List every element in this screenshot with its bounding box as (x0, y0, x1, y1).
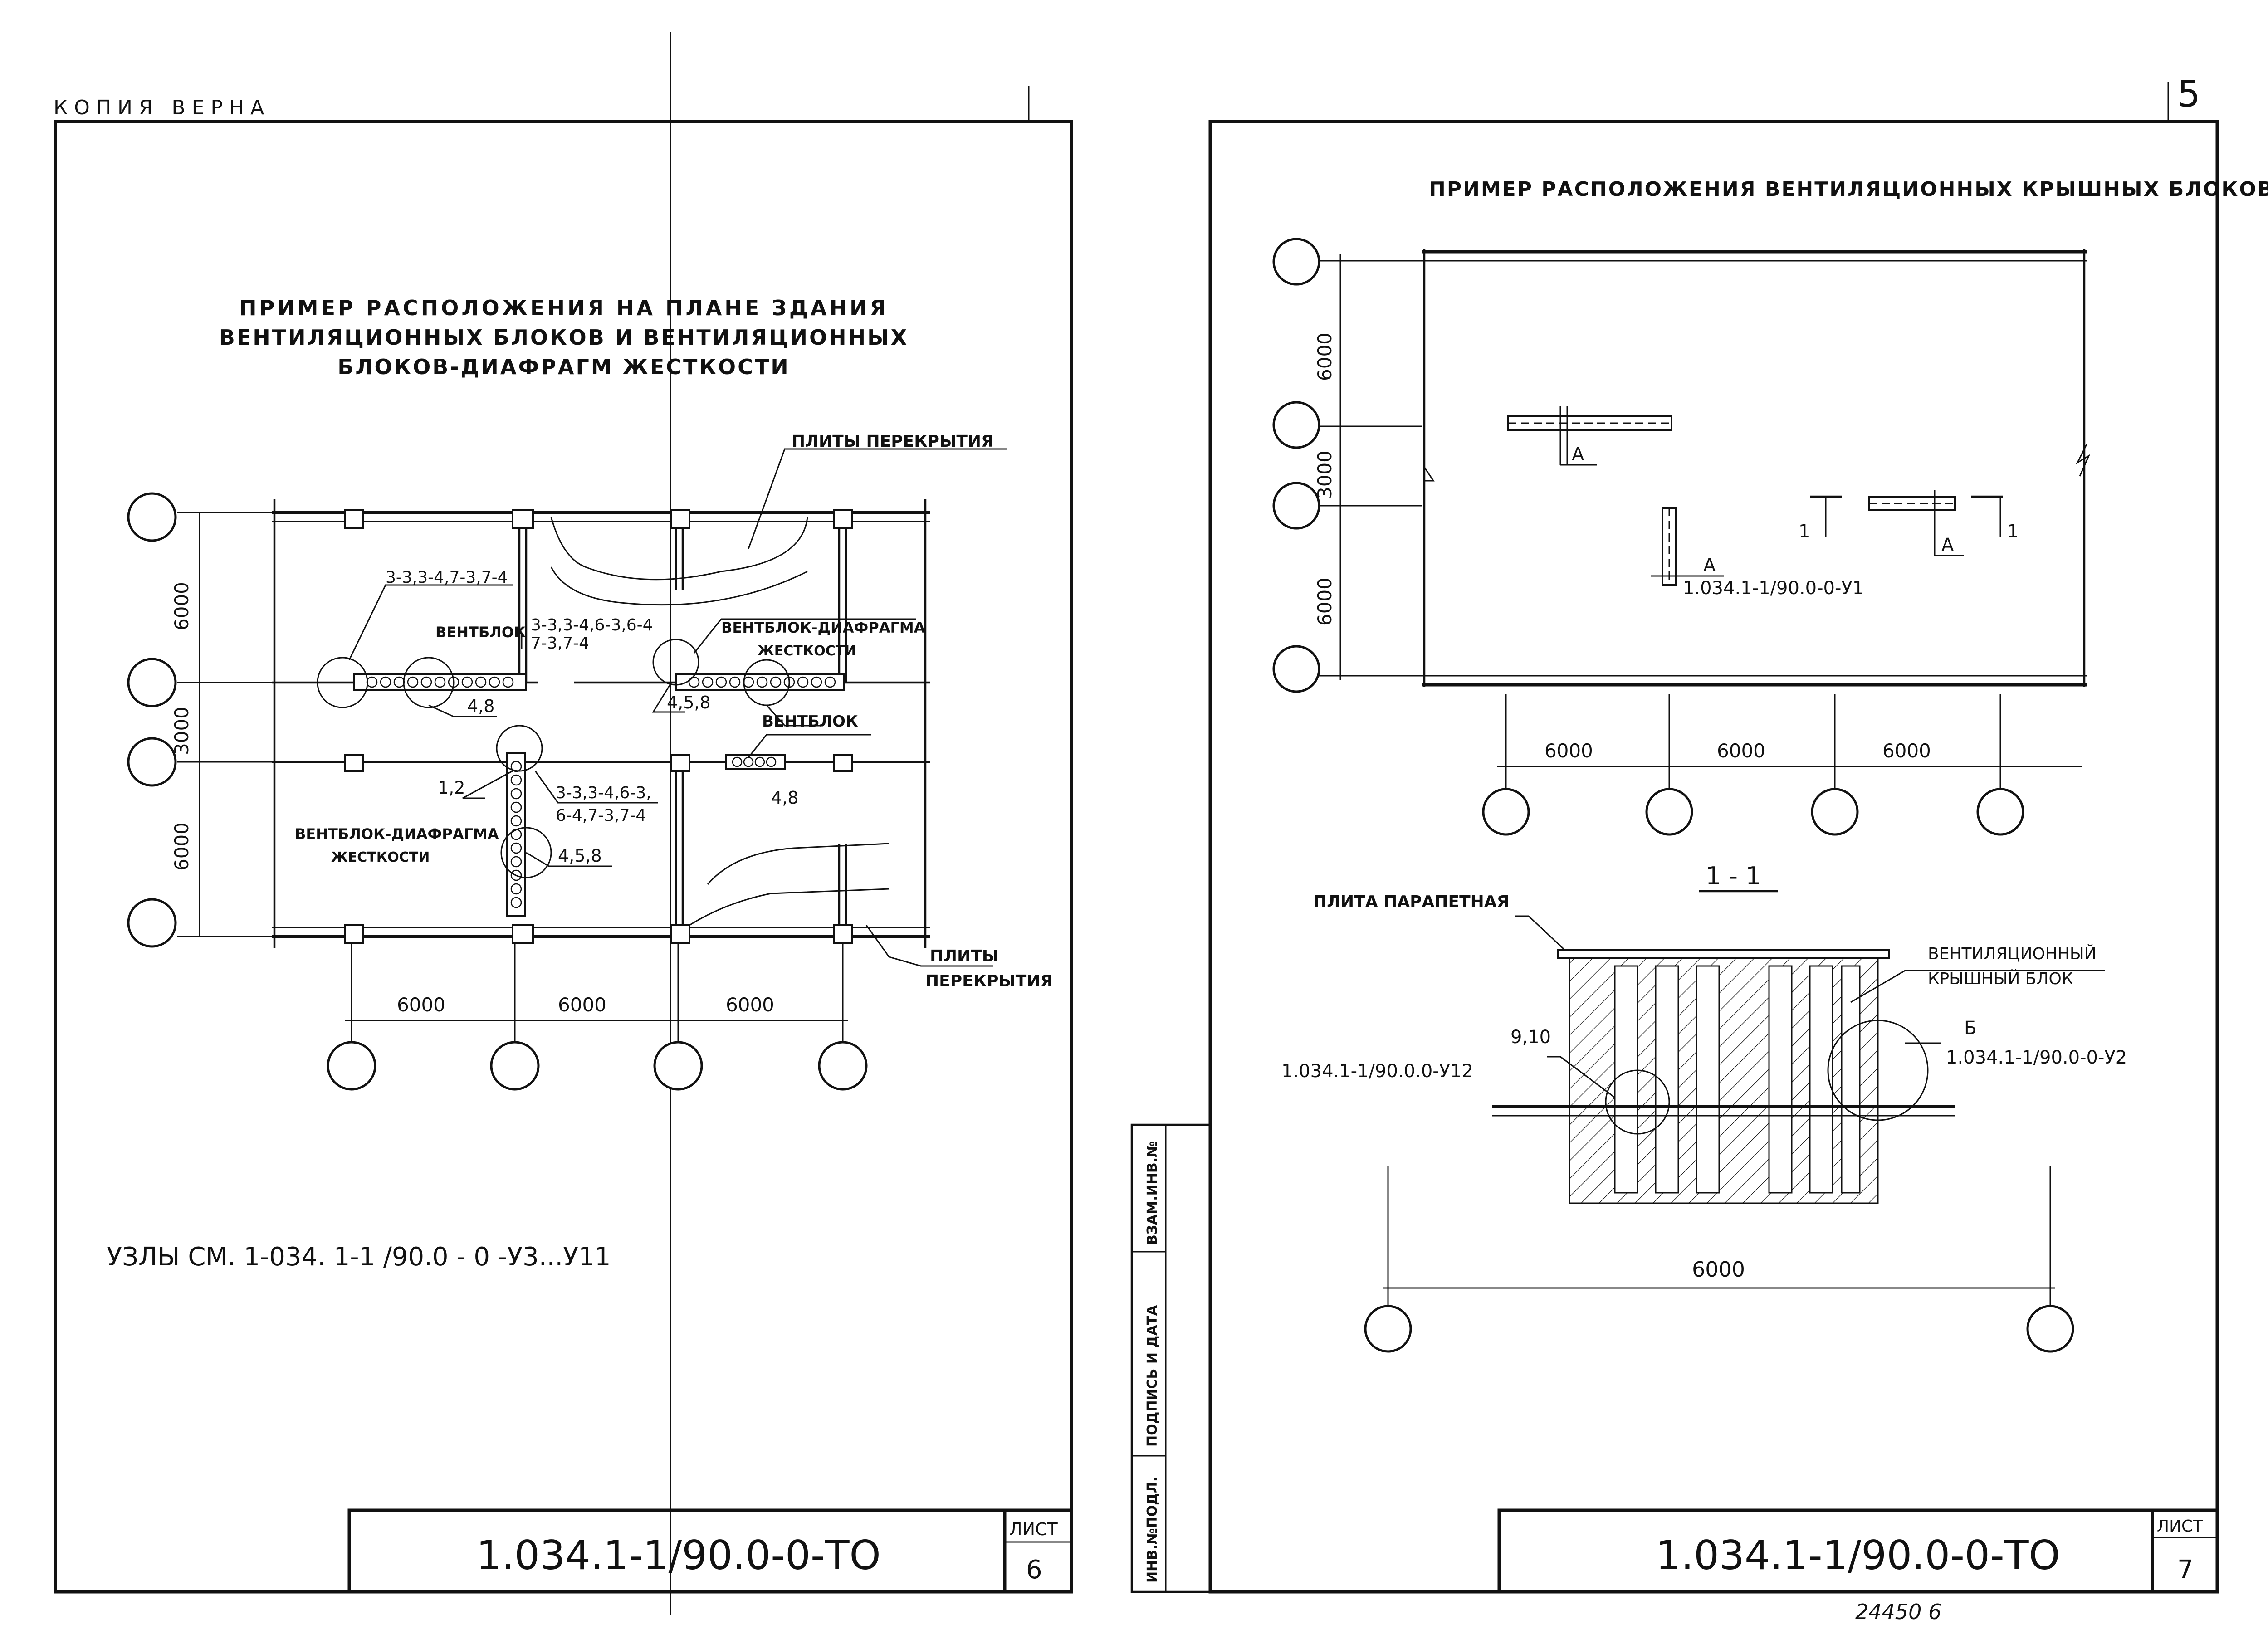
axis-bubble (1482, 788, 1530, 836)
axis-bubble (1272, 645, 1320, 693)
axis-bubble (1976, 788, 2024, 836)
section-drawing (1364, 915, 2105, 1353)
label-ventblok-1: ВЕНТБЛОК (435, 624, 526, 641)
nodes-note: УЗЛЫ СМ. 1-034. 1-1 /90.0 - 0 -У3...У11 (107, 1242, 611, 1272)
axis-bubble (327, 1041, 376, 1091)
left-stamp-box (347, 1508, 1073, 1594)
copy-stamp: КОПИЯ ВЕРНА (54, 96, 270, 119)
label-diafragma-2a: ВЕНТБЛОК-ДИАФРАГМА (295, 825, 499, 843)
node-ref-7: 1,2 (438, 778, 465, 798)
plan-label-a3: А (1941, 535, 1954, 556)
ventblock-strip-1 (353, 673, 527, 691)
axis-bubble (1364, 1305, 1412, 1353)
axis-bubble (127, 898, 177, 948)
dim-h-6000-2: 6000 (558, 994, 606, 1016)
label-diafragma-1b: ЖЕСТКОСТИ (758, 643, 856, 659)
axis-bubble (127, 737, 177, 787)
label-plity-bottom-2: ПЕРЕКРЫТИЯ (925, 972, 1053, 990)
right-dim-h-6000-2: 6000 (1717, 740, 1765, 762)
right-stamp-code: 1.034.1-1/90.0-0-ТО (1656, 1532, 2060, 1579)
left-plan (127, 448, 1007, 1091)
label-diafragma-1a: ВЕНТБЛОК-ДИАФРАГМА (721, 619, 925, 636)
axis-bubble (1272, 238, 1320, 286)
parapet-slab (1557, 949, 1890, 959)
axis-bubble (1272, 401, 1320, 449)
left-sheet-number: 6 (1026, 1555, 1042, 1585)
node-ref-6: 4,8 (771, 788, 798, 808)
axis-bubble (490, 1041, 540, 1091)
side-stamp-inv: ИНВ.№ПОДЛ. (1144, 1477, 1160, 1583)
section-roof-block-1: ВЕНТИЛЯЦИОННЫЙ (1928, 944, 2097, 963)
right-plan (1272, 238, 2091, 836)
page-number: 5 (2177, 73, 2200, 115)
plan-ref-y1: 1.034.1-1/90.0-0-У1 (1683, 578, 1864, 599)
axis-bubble (1272, 482, 1320, 530)
section-ref-y2: 1.034.1-1/90.0-0-У2 (1946, 1047, 2127, 1068)
node-ref-8b: 6-4,7-3,7-4 (556, 806, 646, 825)
left-title-line-3: БЛОКОВ-ДИАФРАГМ ЖЕСТКОСТИ (337, 355, 790, 379)
node-ref-2b: 7-3,7-4 (531, 634, 589, 653)
ventblock-strip-2 (675, 673, 845, 691)
plan-label-a2: А (1703, 555, 1716, 576)
dim-h-6000-1: 6000 (397, 994, 445, 1016)
plan-section-1-right: 1 (2007, 521, 2019, 542)
axis-bubble (127, 658, 177, 707)
left-title-line-1: ПРИМЕР РАСПОЛОЖЕНИЯ НА ПЛАНЕ ЗДАНИЯ (239, 296, 889, 320)
ventblock-vertical (506, 752, 526, 917)
right-frame (1208, 120, 2219, 1594)
left-stamp-code: 1.034.1-1/90.0-0-ТО (476, 1532, 881, 1579)
right-dim-v-6000-bottom: 6000 (1314, 577, 1336, 626)
section-node-910: 9,10 (1510, 1027, 1551, 1048)
right-sheet-number: 7 (2177, 1555, 2194, 1585)
side-stamp (1130, 1123, 1212, 1593)
node-ref-3: 4,8 (467, 696, 494, 716)
label-plity-top: ПЛИТЫ ПЕРЕКРЫТИЯ (792, 432, 994, 451)
section-dim-6000: 6000 (1692, 1257, 1745, 1282)
right-sheet-label: ЛИСТ (2157, 1517, 2203, 1536)
node-ref-4: 4,5,8 (667, 693, 711, 712)
axis-bubble (653, 1041, 703, 1091)
node-ref-2a: 3-3,3-4,6-3,6-4 (531, 616, 653, 634)
section-roof-block-2: КРЫШНЫЙ БЛОК (1928, 969, 2073, 988)
left-title-line-2: ВЕНТИЛЯЦИОННЫХ БЛОКОВ И ВЕНТИЛЯЦИОННЫХ (219, 325, 909, 350)
axis-bubble (1811, 788, 1859, 836)
right-dim-h-6000-1: 6000 (1545, 740, 1593, 762)
section-title: 1 - 1 (1706, 862, 1761, 890)
dim-v-3000: 3000 (171, 707, 193, 755)
side-stamp-sign: ПОДПИСЬ И ДАТА (1144, 1305, 1160, 1447)
axis-bubble (1645, 788, 1693, 836)
node-ref-9: 4,5,8 (558, 846, 602, 866)
right-dim-h-6000-3: 6000 (1882, 740, 1931, 762)
label-plity-bottom-1: ПЛИТЫ (930, 947, 999, 966)
dim-h-6000-3: 6000 (726, 994, 774, 1016)
axis-bubble (2026, 1305, 2074, 1353)
left-sheet-label: ЛИСТ (1009, 1519, 1058, 1539)
right-dim-v-6000-top: 6000 (1314, 332, 1336, 381)
dim-v-6000-top: 6000 (171, 582, 193, 630)
left-sheet: ПРИМЕР РАСПОЛОЖЕНИЯ НА ПЛАНЕ ЗДАНИЯ ВЕНТ… (54, 120, 1073, 1594)
right-dim-v-3000: 3000 (1314, 450, 1336, 499)
section-parapet: ПЛИТА ПАРАПЕТНАЯ (1313, 893, 1509, 911)
section-ref-y12: 1.034.1-1/90.0.0-У12 (1281, 1061, 1473, 1082)
right-stamp-box (1497, 1508, 2219, 1594)
footer-number: 24450 6 (1855, 1600, 1941, 1624)
plan-section-1-left: 1 (1799, 521, 1810, 542)
label-ventblok-2: ВЕНТБЛОК (762, 712, 858, 731)
dim-v-6000-bottom: 6000 (171, 822, 193, 871)
node-ref-1: 3-3,3-4,7-3,7-4 (386, 568, 508, 587)
side-stamp-vzam: ВЗАМ.ИНВ.№ (1144, 1141, 1160, 1245)
node-ref-8a: 3-3,3-4,6-3, (556, 784, 651, 802)
label-diafragma-2b: ЖЕСТКОСТИ (331, 849, 430, 865)
section-node-b: Б (1964, 1018, 1976, 1039)
plan-label-a1: А (1572, 444, 1584, 465)
axis-bubble (818, 1041, 868, 1091)
right-title: ПРИМЕР РАСПОЛОЖЕНИЯ ВЕНТИЛЯЦИОННЫХ КРЫШН… (1429, 178, 2268, 201)
right-sheet: ПРИМЕР РАСПОЛОЖЕНИЯ ВЕНТИЛЯЦИОННЫХ КРЫШН… (1130, 120, 2268, 1624)
axis-bubble (127, 492, 177, 542)
